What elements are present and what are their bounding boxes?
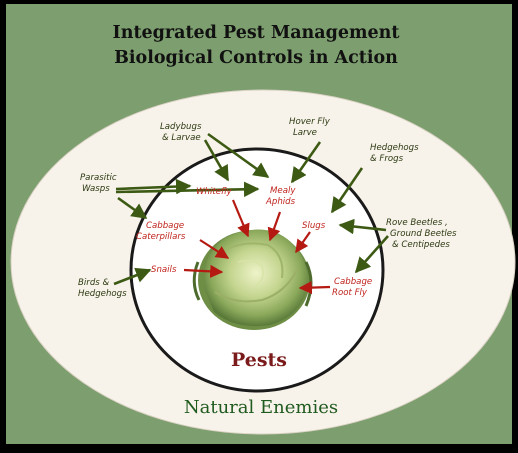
label-ladybugs: Ladybugs & Larvae: [160, 122, 204, 143]
label-whitefly: Whitefly: [196, 187, 233, 197]
arrow-hoverfly-aphids: [290, 141, 322, 184]
label-cabbage-root-fly: Cabbage Root Fly: [332, 277, 375, 298]
label-rove-beetles-line3: & Centipedes: [392, 240, 450, 250]
arrow-wasps-whitefly: [115, 178, 192, 195]
label-ladybugs-line2: & Larvae: [162, 133, 201, 143]
arrow-aphids-cabbage: [267, 211, 282, 242]
arrow-wasps-caterpillars: [117, 196, 148, 220]
arrow-whitefly-cabbage: [231, 199, 250, 238]
arrow-rove-rootfly: [354, 235, 389, 274]
arrow-rootfly-cabbage: [298, 281, 331, 295]
arrow-rove-slugs: [338, 218, 387, 235]
label-parasitic-wasps-line2: Wasps: [82, 184, 110, 194]
label-hoverfly: Hover Fly Larve: [289, 117, 333, 138]
arrow-snails-cabbage: [183, 264, 224, 278]
natural-enemies-label: Natural Enemies: [184, 397, 338, 418]
label-rove-beetles-line2: Ground Beetles: [390, 229, 457, 239]
arrow-slugs-cabbage: [295, 231, 311, 254]
label-rove-beetles: Rove Beetles , Ground Beetles & Centiped…: [386, 218, 459, 250]
label-cabbage-caterpillars-line1: Cabbage: [146, 221, 184, 231]
arrow-ladybugs-whitefly: [203, 139, 230, 182]
arrow-wasps-aphids: [115, 181, 260, 198]
arrow-birds-snails: [113, 267, 152, 286]
title-line-1: Integrated Pest Management: [113, 23, 400, 43]
label-birds-hedgehogs-line2: Hedgehogs: [78, 289, 127, 299]
cabbage-icon: [186, 213, 326, 343]
enemy-arrows: [113, 132, 389, 286]
arrow-caterpillars-cabbage: [199, 239, 230, 259]
label-mealy-aphids: Mealy Aphids: [265, 186, 298, 207]
label-cabbage-root-fly-line2: Root Fly: [332, 288, 368, 298]
label-rove-beetles-line1: Rove Beetles ,: [386, 218, 448, 228]
label-snails: Snails: [151, 265, 177, 275]
label-hoverfly-line2: Larve: [293, 128, 317, 138]
label-mealy-aphids-line1: Mealy: [270, 186, 296, 196]
label-ladybugs-line1: Ladybugs: [160, 122, 202, 132]
title-line-2: Biological Controls in Action: [114, 48, 398, 68]
label-hedgehogs-frogs-line2: & Frogs: [370, 154, 404, 164]
label-birds-hedgehogs-line1: Birds &: [78, 278, 109, 288]
label-cabbage-caterpillars-line2: Caterpillars: [136, 232, 186, 242]
label-mealy-aphids-line2: Aphids: [265, 197, 296, 207]
label-parasitic-wasps-line1: Parasitic: [80, 173, 117, 183]
label-birds-hedgehogs: Birds & Hedgehogs: [78, 278, 127, 299]
label-slugs: Slugs: [302, 221, 326, 231]
label-cabbage-root-fly-line1: Cabbage: [334, 277, 372, 287]
arrow-hedgehogs-slugs: [330, 167, 364, 214]
label-cabbage-caterpillars: Cabbage Caterpillars: [136, 221, 187, 242]
pests-label: Pests: [231, 349, 287, 371]
arrow-ladybugs-aphids: [207, 132, 270, 179]
label-parasitic-wasps: Parasitic Wasps: [80, 173, 119, 194]
label-hedgehogs-frogs-line1: Hedgehogs: [370, 143, 419, 153]
label-hedgehogs-frogs: Hedgehogs & Frogs: [370, 143, 421, 164]
label-hoverfly-line1: Hover Fly: [289, 117, 331, 127]
pest-arrows: [183, 199, 331, 295]
